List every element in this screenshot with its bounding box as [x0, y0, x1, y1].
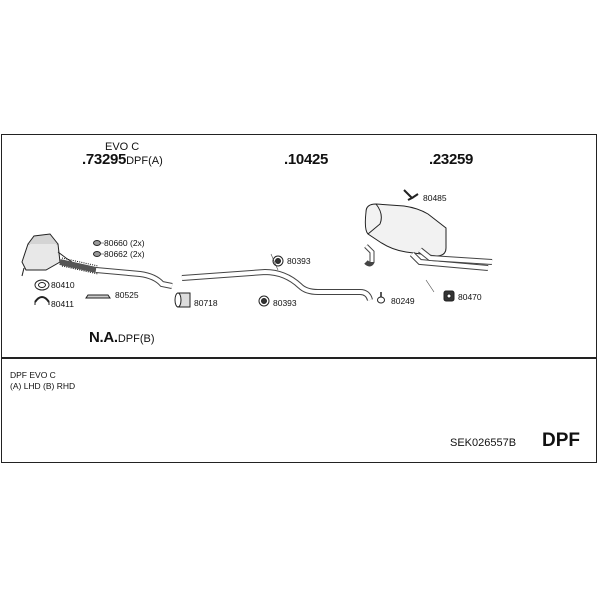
part-suffix-dpf-b: DPF(B): [117, 333, 155, 345]
part-group-73295: .73295DPF(A): [82, 151, 163, 169]
label-80470: 80470: [458, 292, 482, 302]
bracket-80525-icon: [85, 294, 111, 299]
kit-sku: SEK026557B: [450, 437, 517, 449]
label-80662: 80662 (2x): [104, 249, 145, 259]
label-80410: 80410: [51, 280, 75, 290]
part-suffix-dpf-a: DPF(A): [126, 155, 163, 167]
hanger-80393a-icon: [272, 255, 284, 267]
clamp-80718-icon: [174, 292, 191, 308]
clamp-80662-icon: [93, 251, 101, 257]
diagram-frame: [1, 134, 597, 463]
label-80393-upper: 80393: [287, 256, 311, 266]
bracket-80485-icon: [403, 189, 419, 201]
label-80660: 80660 (2x): [104, 238, 145, 248]
rubber-mount-80470-icon: [443, 290, 455, 302]
note-line-1: DPF EVO C: [10, 370, 56, 380]
gasket-80410-icon: [34, 279, 50, 291]
part-number-10425: .10425: [284, 151, 329, 168]
clamp-80660-icon: [93, 240, 101, 246]
label-80718: 80718: [194, 298, 218, 308]
label-80411: 80411: [51, 299, 75, 309]
note-line-2: (A) LHD (B) RHD: [10, 381, 76, 391]
evo-c-label: EVO C: [105, 141, 140, 153]
hanger-80249-icon: [377, 292, 385, 304]
part-number-23259: .23259: [429, 151, 474, 168]
hanger-80393b-icon: [258, 295, 270, 307]
dpf-converter-part: [21, 233, 73, 277]
label-80393-lower: 80393: [273, 298, 297, 308]
rear-silencer-part: [364, 203, 493, 271]
part-group-na: N.A.DPF(B): [89, 329, 154, 347]
flex-pipe-part: [59, 257, 99, 275]
label-80485: 80485: [423, 193, 447, 203]
part-number-na: N.A.: [89, 329, 118, 346]
section-divider: [1, 357, 597, 359]
gasket-80411-icon: [34, 296, 50, 305]
part-number-73295: .73295: [82, 151, 127, 168]
label-80525: 80525: [115, 290, 139, 300]
kit-type-badge: DPF: [542, 430, 580, 451]
notes-block: DPF EVO C (A) LHD (B) RHD: [10, 370, 75, 392]
label-80249: 80249: [391, 296, 415, 306]
